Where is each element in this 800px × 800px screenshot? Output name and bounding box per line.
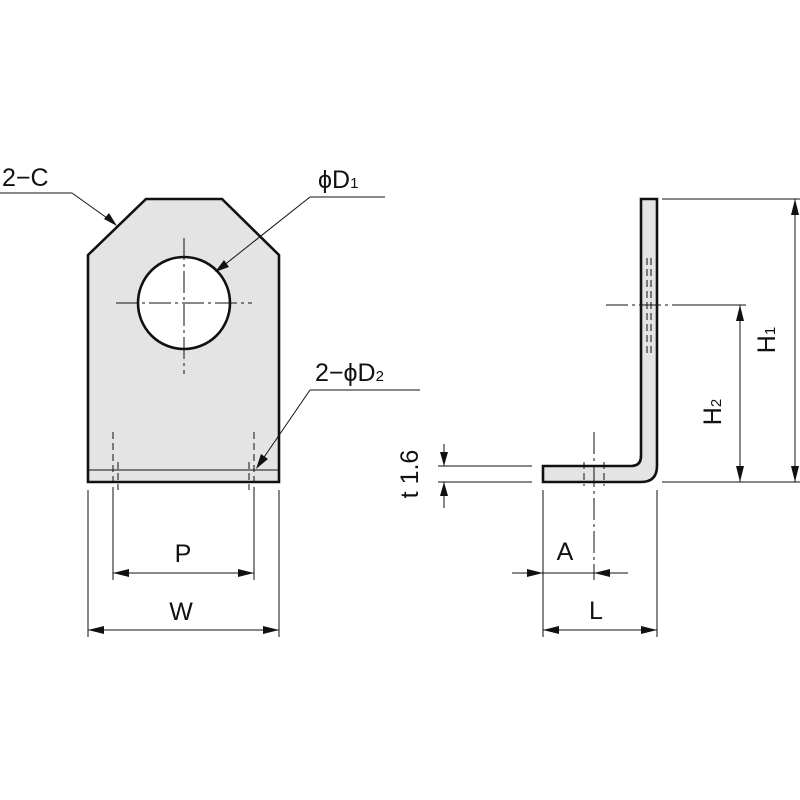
thickness-dimension: t 1.6 [396,444,532,508]
height2-label-main: H [699,407,727,425]
chamfer-label-prefix: 2− [2,164,31,192]
height1-label-sub: 1 [762,327,779,335]
front-view: 2−C ϕD1 2−ϕD2 P [0,164,420,637]
hole-d1-callout: ϕD1 [215,166,385,272]
hole-d1-label-prefix: ϕ [318,166,332,194]
hole-d1-label-main: D [332,166,350,194]
height1-label: H1 [753,327,781,353]
height2-dimension: H2 [690,304,746,482]
small-holes-label-main: D [358,359,376,387]
pitch-dimension: P [112,494,255,580]
height1-dimension: H1 [662,198,800,483]
length-label: L [589,597,603,625]
hole-offset-dimension: A [512,490,628,637]
hole-offset-label: A [557,538,574,566]
pitch-label: P [175,540,192,568]
bracket-side-profile [541,197,659,484]
chamfer-callout: 2−C [0,164,117,226]
height2-label-sub: 2 [708,399,725,407]
small-holes-callout: 2−ϕD2 [256,359,420,469]
chamfer-label-main: C [31,164,49,192]
width-label: W [169,598,193,626]
height2-label: H2 [699,399,727,425]
thickness-label: t 1.6 [396,450,424,499]
small-holes-label-sub: 2 [376,368,384,385]
hole-d1-label-sub: 1 [350,175,358,192]
small-holes-label-prefix: 2−ϕ [315,359,358,387]
width-dimension: W [87,490,280,637]
height1-label-main: H [753,335,781,353]
length-dimension: L [543,490,658,637]
svg-text:2−ϕD2: 2−ϕD2 [315,359,384,387]
side-view: H1 H2 t 1.6 A [396,197,800,637]
svg-text:ϕD1: ϕD1 [318,166,358,194]
svg-text:2−C: 2−C [2,164,49,192]
